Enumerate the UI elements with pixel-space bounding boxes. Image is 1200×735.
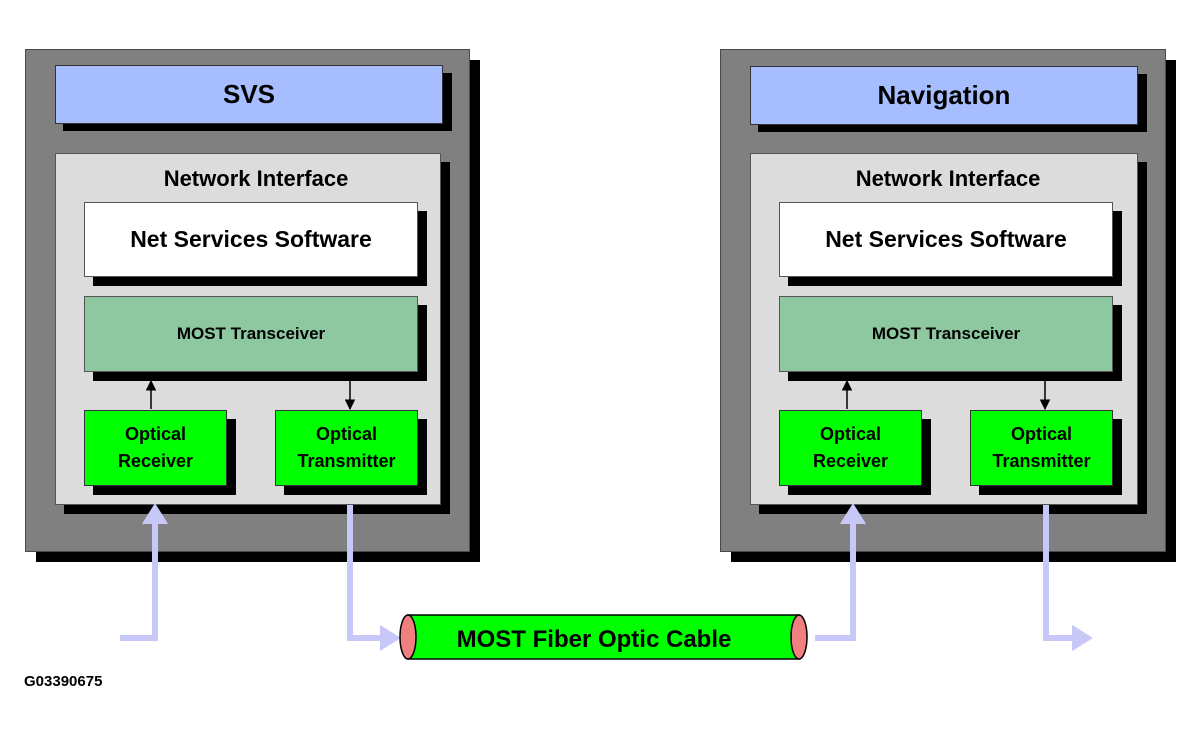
navigation-most-transceiver: MOST Transceiver [779,296,1113,372]
navigation-most-transceiver-label: MOST Transceiver [871,324,1021,343]
svs-network-interface-label: Network Interface [163,166,349,191]
figure-id: G03390675 [24,673,103,690]
navigation-transmitter-label-line2: Transmitter [992,451,1091,471]
svs-optical-receiver: Optical Receiver [84,410,227,486]
navigation-optical-transmitter: Optical Transmitter [970,410,1113,486]
svs-transmitter-label-line1: Optical [315,424,377,444]
svs-most-transceiver-label: MOST Transceiver [176,324,326,343]
svs-outgoing-fiber-path [347,505,401,651]
svs-receiver-label-line1: Optical [124,424,186,444]
navigation-receiver-label-line1: Optical [819,424,881,444]
svs-transmitter-label-line2: Transmitter [297,451,396,471]
svs-optical-transmitter: Optical Transmitter [275,410,418,486]
svs-receiver-label-line2: Receiver [117,451,194,471]
navigation-incoming-fiber-path [815,503,866,641]
cable-left-end [399,614,417,660]
navigation-outgoing-fiber-path [1043,505,1093,651]
svs-title-bar: SVS [55,65,443,124]
most-fiber-optic-cable: MOST Fiber Optic Cable [399,614,808,660]
cable-right-end [790,614,808,660]
navigation-title: Navigation [877,80,1011,110]
svs-net-services-label: Net Services Software [130,226,372,252]
navigation-receiver-label-line2: Receiver [812,451,889,471]
svs-incoming-fiber-path [120,503,168,641]
svs-net-services-software: Net Services Software [84,202,418,277]
navigation-title-bar: Navigation [750,66,1138,125]
navigation-network-interface-label: Network Interface [855,166,1041,191]
navigation-optical-receiver: Optical Receiver [779,410,922,486]
svs-title: SVS [222,79,276,109]
svs-most-transceiver: MOST Transceiver [84,296,418,372]
navigation-net-services-software: Net Services Software [779,202,1113,277]
navigation-net-services-label: Net Services Software [825,226,1067,252]
navigation-transmitter-label-line1: Optical [1010,424,1072,444]
cable-label: MOST Fiber Optic Cable [457,626,732,653]
